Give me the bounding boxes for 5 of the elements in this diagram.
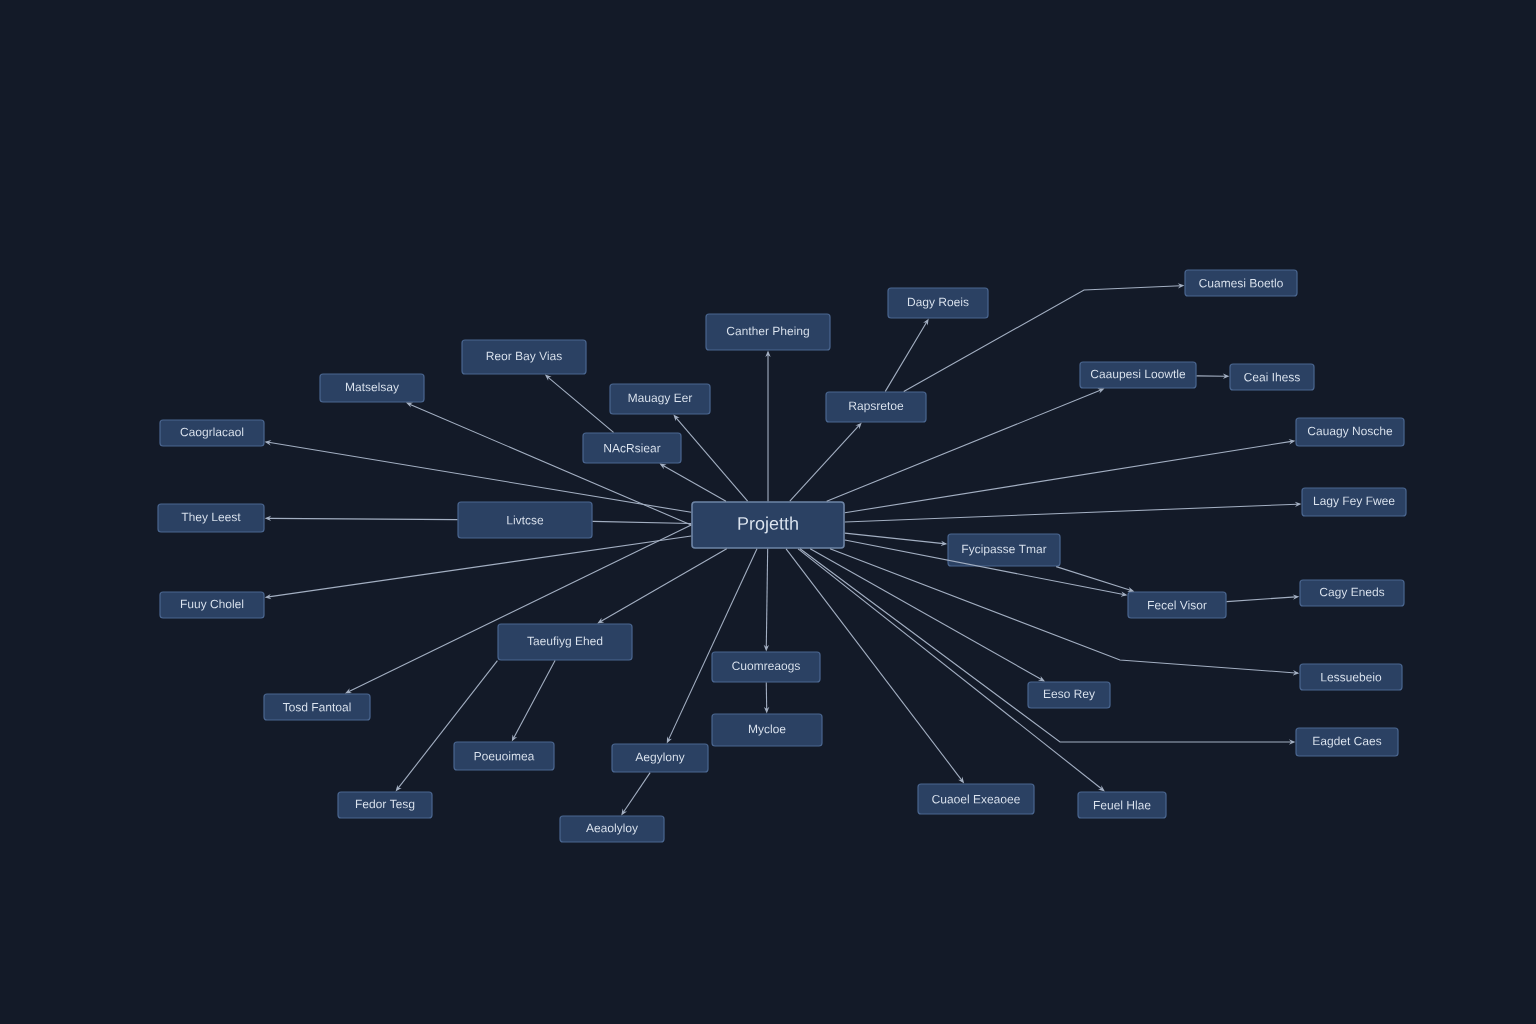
arrow (797, 548, 1105, 792)
topic-box: Projetth (691, 501, 845, 549)
arrow (406, 402, 692, 526)
arrow (809, 548, 1045, 682)
connector-line (592, 520, 692, 524)
